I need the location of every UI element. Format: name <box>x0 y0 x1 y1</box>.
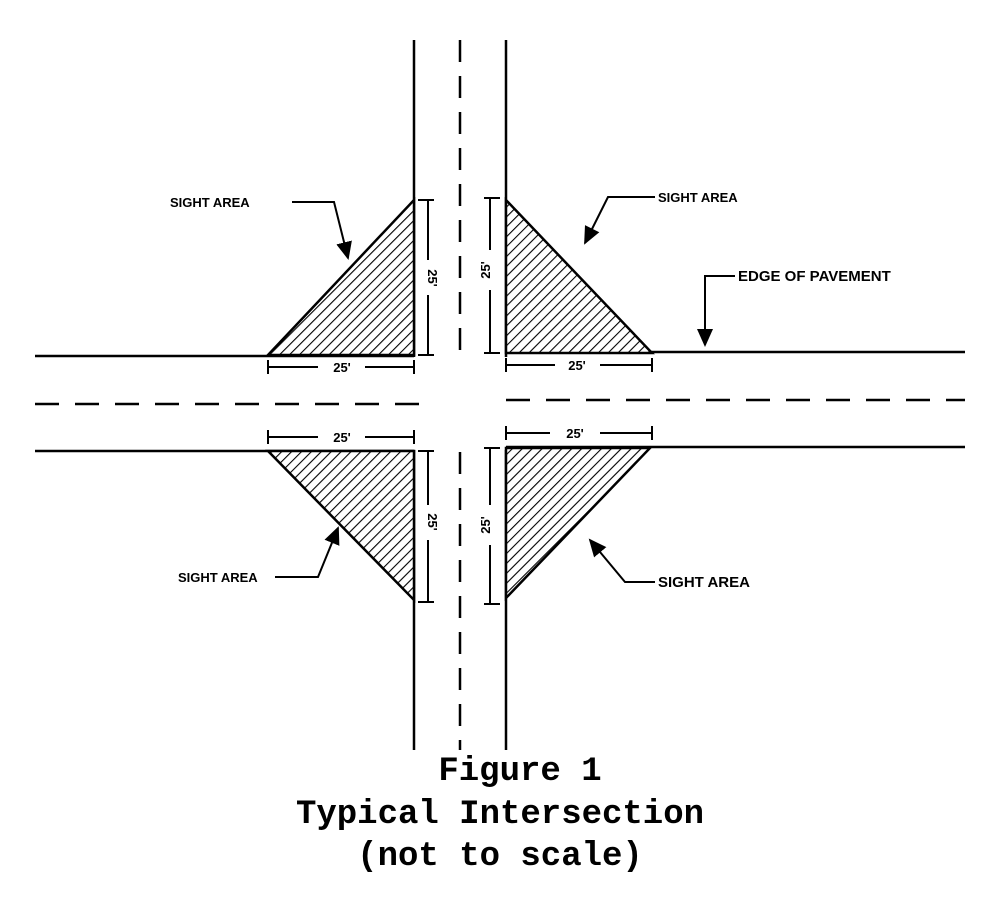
dimension-ne-vertical <box>484 197 500 354</box>
dimension-ne-bottom <box>505 358 653 372</box>
dimension-se-vertical-label: 25' <box>478 516 493 534</box>
dimension-nw-vertical-label: 25' <box>425 269 440 287</box>
sight-triangle-ne <box>504 196 655 355</box>
sight-triangle-se <box>504 446 653 602</box>
leader-edge-of-pavement <box>697 275 735 347</box>
sight-triangle-nw <box>265 196 416 357</box>
label-edge-of-pavement: EDGE OF PAVEMENT <box>738 268 891 285</box>
sight-triangle-sw <box>265 449 416 604</box>
label-sight-area-nw: SIGHT AREA <box>170 195 250 210</box>
label-sight-area-ne: SIGHT AREA <box>658 190 738 205</box>
figure-title: Typical Intersection <box>295 796 705 834</box>
dimension-sw-top-label: 25' <box>333 430 351 445</box>
dimension-se-top <box>505 426 653 440</box>
leader-se <box>588 538 655 583</box>
dimension-nw-vertical <box>418 199 434 356</box>
leader-ne <box>584 196 655 245</box>
figure-number: Figure 1 <box>438 753 602 791</box>
dimension-sw-vertical-label: 25' <box>425 513 440 531</box>
dimension-se-vertical <box>484 447 500 605</box>
dimension-nw-bottom-label: 25' <box>333 360 351 375</box>
dimension-ne-bottom-label: 25' <box>568 358 586 373</box>
dimension-se-top-label: 25' <box>566 426 584 441</box>
dimension-ne-vertical-label: 25' <box>478 261 493 279</box>
dimension-nw-bottom <box>267 360 415 374</box>
dimension-sw-vertical <box>418 450 434 603</box>
leader-sw <box>275 526 340 578</box>
figure-note: (not to scale) <box>357 838 643 876</box>
label-sight-area-se: SIGHT AREA <box>658 574 750 591</box>
dimension-sw-top <box>267 430 415 444</box>
label-sight-area-sw: SIGHT AREA <box>178 570 258 585</box>
leader-nw <box>292 201 352 260</box>
